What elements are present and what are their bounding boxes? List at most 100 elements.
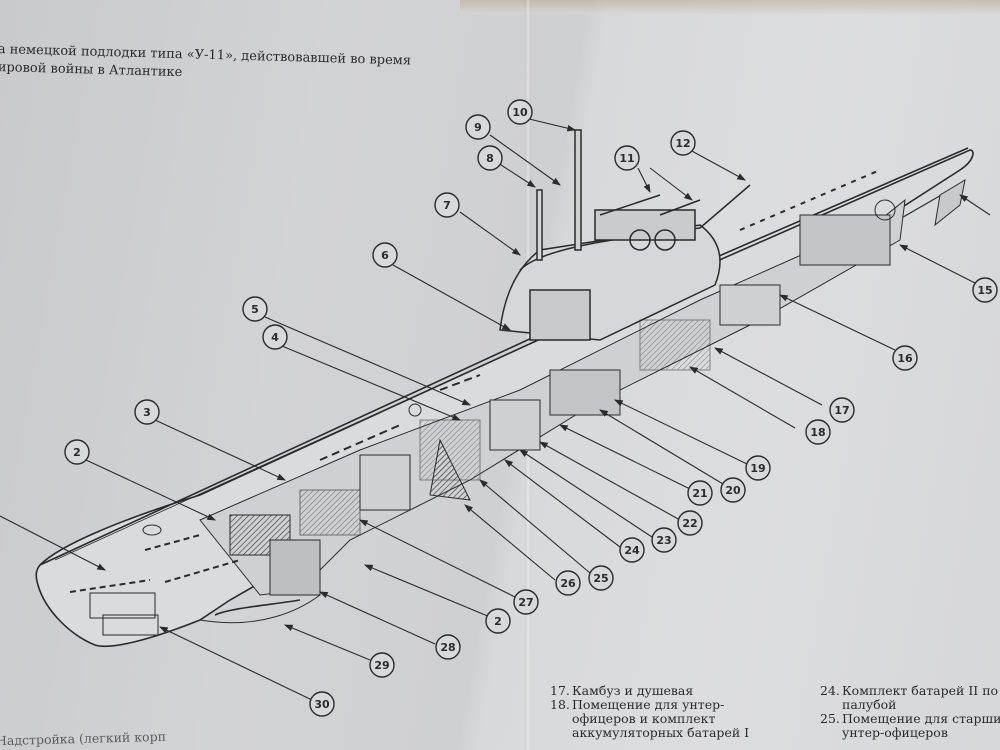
callout-number: 23 <box>656 534 671 547</box>
callout-circle <box>465 114 491 140</box>
callout-circle <box>434 192 460 218</box>
callout-circle <box>892 345 918 371</box>
legend-text: Комплект батарей II по <box>842 683 999 698</box>
callout-circle <box>372 242 398 268</box>
legend-text: Помещение для унтер- <box>572 697 725 712</box>
callout-number: 30 <box>314 698 330 711</box>
callout-number: 17 <box>834 404 849 417</box>
legend-text: унтер-офицеров <box>842 725 948 740</box>
legend-item-25: 25.Помещение для старши унтер-офицеров <box>820 712 1000 740</box>
callout-circle <box>477 145 503 171</box>
callout-circle <box>687 480 713 506</box>
legend-text: палубой <box>842 697 897 712</box>
leader-lines <box>0 117 991 701</box>
interior-compartments <box>199 178 966 596</box>
callout-10: 10 <box>507 99 533 125</box>
callout-17: 17 <box>829 397 855 423</box>
callout-30: 30 <box>309 691 335 717</box>
callout-circle <box>64 439 90 465</box>
callout-6: 6 <box>372 242 398 268</box>
callout-circle <box>619 537 645 563</box>
callout-number: 16 <box>897 352 913 365</box>
callout-circle <box>829 397 855 423</box>
callout-3: 3 <box>134 399 160 425</box>
legend-item-24: 24.Комплект батарей II по палубой <box>820 684 1000 712</box>
callout-circle <box>745 455 771 481</box>
callout-circle <box>507 99 533 125</box>
callout-circle <box>513 589 539 615</box>
callout-circle <box>677 510 703 536</box>
callout-number: 9 <box>474 121 482 134</box>
legend-number: 18. <box>550 697 570 712</box>
callout-circle <box>588 565 614 591</box>
callout-number: 29 <box>374 659 389 672</box>
callout-number: 2 <box>73 446 81 459</box>
legend-item-17: 17.Камбуз и душевая <box>550 684 749 698</box>
callout-number: 5 <box>251 303 259 316</box>
callout-number: 25 <box>593 572 608 585</box>
callout-circle <box>369 652 395 678</box>
callout-25: 25 <box>588 565 614 591</box>
legend-text: Камбуз и душевая <box>572 683 694 698</box>
legend-text: аккумуляторных батарей I <box>572 725 750 740</box>
callout-28: 28 <box>435 634 461 660</box>
callout-number: 27 <box>518 596 533 609</box>
callout-markers: 2345678910111215161718192021222324252627… <box>64 99 998 717</box>
callout-number: 28 <box>440 641 455 654</box>
callout-circle <box>651 527 677 553</box>
callout-number: 2 <box>494 615 502 628</box>
callout-22: 22 <box>677 510 703 536</box>
callout-circle <box>670 130 696 156</box>
callout-circle <box>720 477 746 503</box>
callout-9: 9 <box>465 114 491 140</box>
callout-circle <box>972 277 998 303</box>
callout-number: 21 <box>692 487 707 500</box>
callout-number: 3 <box>143 406 151 419</box>
callout-number: 6 <box>381 249 389 262</box>
callout-29: 29 <box>369 652 395 678</box>
callout-8: 8 <box>477 145 503 171</box>
callout-27: 27 <box>513 589 539 615</box>
callout-number: 19 <box>750 462 765 475</box>
callout-circle <box>262 324 288 350</box>
callout-number: 11 <box>619 152 634 165</box>
callout-2: 2 <box>64 439 90 465</box>
legend-column-right: 24.Комплект батарей II по палубой 25.Пом… <box>820 684 1000 740</box>
callout-circle <box>555 570 581 596</box>
callout-20: 20 <box>720 477 746 503</box>
legend-column-left: 17.Камбуз и душевая 18.Помещение для унт… <box>550 684 749 740</box>
legend-item-18: 18.Помещение для унтер- офицеров и компл… <box>550 698 749 740</box>
deck-details <box>69 169 881 636</box>
callout-number: 20 <box>725 484 741 497</box>
legend-text: офицеров и комплект <box>572 711 716 726</box>
callout-12: 12 <box>670 130 696 156</box>
page-edge <box>460 0 1000 14</box>
callout-16: 16 <box>892 345 918 371</box>
callout-circle <box>485 608 511 634</box>
callout-7: 7 <box>434 192 460 218</box>
callout-number: 22 <box>682 517 697 530</box>
callout-circle <box>242 296 268 322</box>
callout-number: 10 <box>512 106 528 119</box>
callout-circle <box>614 145 640 171</box>
callout-11: 11 <box>614 145 640 171</box>
callout-number: 26 <box>560 577 576 590</box>
legend-number: 25. <box>820 711 840 726</box>
callout-number: 4 <box>271 331 279 344</box>
callout-circle <box>134 399 160 425</box>
callout-24: 24 <box>619 537 645 563</box>
callout-circle <box>805 419 831 445</box>
legend-number: 17. <box>550 683 570 698</box>
legend-text: Помещение для старши <box>842 711 1000 726</box>
callout-number: 15 <box>977 284 992 297</box>
callout-26: 26 <box>555 570 581 596</box>
callout-circle <box>435 634 461 660</box>
callout-23: 23 <box>651 527 677 553</box>
callout-15: 15 <box>972 277 998 303</box>
callout-number: 18 <box>810 426 825 439</box>
callout-4: 4 <box>262 324 288 350</box>
callout-2: 2 <box>485 608 511 634</box>
callout-number: 8 <box>486 152 494 165</box>
conning-tower <box>499 129 751 341</box>
